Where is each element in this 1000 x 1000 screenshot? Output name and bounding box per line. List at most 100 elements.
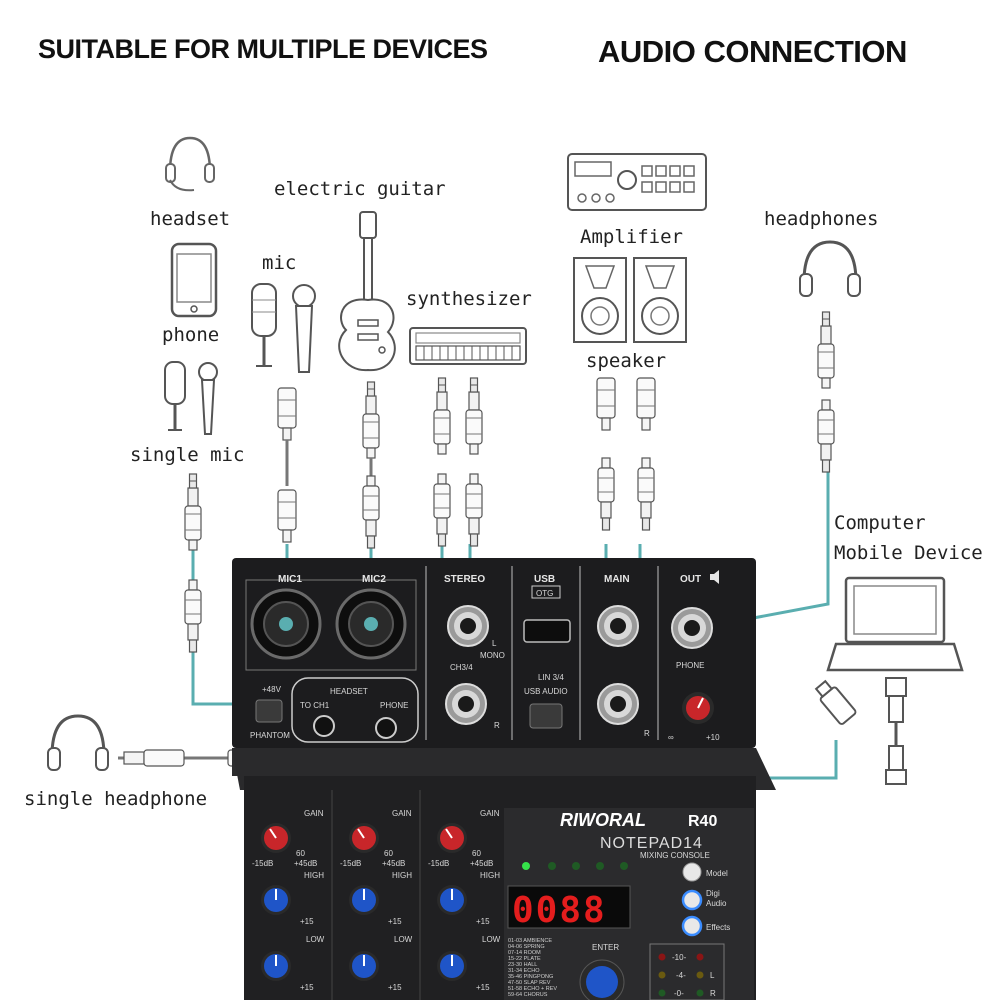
digi-audio-label-2: Audio <box>706 899 727 908</box>
ch3-gain-max: +45dB <box>470 859 493 868</box>
phantom-switch[interactable] <box>255 699 283 723</box>
model-button[interactable] <box>682 862 702 882</box>
usb-mode-switch[interactable] <box>529 703 563 729</box>
model-button-label: Model <box>706 869 728 878</box>
mixing-console-label: MIXING CONSOLE <box>640 851 710 860</box>
phone-level-knob[interactable] <box>682 692 714 724</box>
label-headphones: headphones <box>764 208 879 230</box>
led-display <box>507 885 631 929</box>
ch1-low-label: LOW <box>306 935 325 944</box>
mic1-combo-jack[interactable] <box>250 588 322 660</box>
heading-audio-connection: AUDIO CONNECTION <box>598 34 907 69</box>
ch3-low-label: LOW <box>482 935 501 944</box>
ch3-gain-min: -15dB <box>428 859 449 868</box>
speaker-volume-icon <box>710 570 719 584</box>
otg-box <box>531 585 561 599</box>
label-phone: phone <box>162 324 220 346</box>
ch3-high-label: HIGH <box>480 871 500 880</box>
effects-button[interactable] <box>681 915 703 937</box>
usb-port[interactable] <box>523 619 571 643</box>
ch2-gain-min: -15dB <box>340 859 361 868</box>
effects-list-item: 59-64 CHORUS <box>508 992 548 998</box>
infinity-label: ∞ <box>668 733 674 742</box>
usb-audio-label: USB AUDIO <box>524 687 568 696</box>
stereo-l-label: L <box>492 639 497 648</box>
single-mic-jack-lower <box>184 579 202 653</box>
ch2-low-knob[interactable] <box>348 950 380 982</box>
label-mobile-device: Mobile Device <box>834 542 983 564</box>
stereo-l-jack[interactable] <box>447 605 489 647</box>
ch1-high-max: +15 <box>300 917 314 926</box>
brand-name: RIWORAL <box>560 810 646 830</box>
label-mic: mic <box>262 252 297 274</box>
guitar-jack-upper <box>362 381 380 459</box>
label-single-headphone: single headphone <box>24 788 208 810</box>
condenser-mic-icon <box>251 283 277 367</box>
ch1-low-knob[interactable] <box>260 950 292 982</box>
digi-audio-button[interactable] <box>681 889 703 911</box>
product-subtitle: NOTEPAD14 <box>600 835 703 852</box>
ch1-low-max: +15 <box>300 983 314 992</box>
ch2-high-knob[interactable] <box>348 884 380 916</box>
single-mic-jack-upper <box>184 473 202 551</box>
ch3-high-knob[interactable] <box>436 884 468 916</box>
headset-mic-jack[interactable] <box>313 715 335 737</box>
effects-list-item: 51-58 ECHO + REV <box>508 986 557 992</box>
headset-icon <box>165 136 215 192</box>
phone-out-jack[interactable] <box>671 607 713 649</box>
ch3-high-max: +15 <box>476 917 490 926</box>
phantom-label: PHANTOM <box>250 731 290 740</box>
main-r-jack[interactable] <box>597 683 639 725</box>
digi-audio-label-1: Digi <box>706 889 720 898</box>
electric-guitar-icon <box>338 211 396 372</box>
effects-list-item: 31-34 ECHO <box>508 968 540 974</box>
synthesizer-icon <box>409 327 527 365</box>
main-label: MAIN <box>604 574 630 585</box>
usb-stick-icon <box>814 679 857 725</box>
label-electric-guitar: electric guitar <box>274 178 446 200</box>
effects-list-item: 04-06 SPRING <box>508 944 545 950</box>
stereo-r-jack[interactable] <box>445 683 487 725</box>
ch3-low-knob[interactable] <box>436 950 468 982</box>
label-single-mic: single mic <box>130 444 245 466</box>
mic2-combo-jack[interactable] <box>335 588 407 660</box>
ch1-high-label: HIGH <box>304 871 324 880</box>
headset-label: HEADSET <box>330 687 368 696</box>
speaker-jack-left-lower <box>597 457 615 531</box>
heading-suitable-devices: SUITABLE FOR MULTIPLE DEVICES <box>38 34 488 64</box>
single-mic-icon <box>164 361 218 435</box>
ch1-high-knob[interactable] <box>260 884 292 916</box>
synth-jack-left-upper <box>433 377 451 455</box>
ch2-gain-mid: 60 <box>384 849 393 858</box>
ch2-gain-knob[interactable] <box>348 822 380 854</box>
ch2-high-max: +15 <box>388 917 402 926</box>
effects-list-item: 15-22 PLATE <box>508 956 541 962</box>
ch2-gain-max: +45dB <box>382 859 405 868</box>
ch3-gain-knob[interactable] <box>436 822 468 854</box>
lin34-label: LIN 3/4 <box>538 673 564 682</box>
main-l-jack[interactable] <box>597 605 639 647</box>
speaker-jack-right-lower <box>637 457 655 531</box>
label-speaker: speaker <box>586 350 667 372</box>
speaker-jack-right-upper <box>636 377 656 431</box>
effects-list-item: 47-50 SLAP REV <box>508 980 551 986</box>
label-computer: Computer <box>834 512 926 534</box>
meter-r-label: R <box>710 989 716 998</box>
mono-label: MONO <box>480 651 505 660</box>
effects-list-item: 23-30 HALL <box>508 962 537 968</box>
ch3-low-max: +15 <box>476 983 490 992</box>
headset-phone-jack[interactable] <box>375 717 397 739</box>
synth-jack-left-lower <box>433 473 451 547</box>
effects-list-item: 07-14 ROOM <box>508 950 541 956</box>
mixer-rear-panel <box>232 558 776 790</box>
mic1-label: MIC1 <box>278 574 302 585</box>
ch1-gain-max: +45dB <box>294 859 317 868</box>
ch1-gain-knob[interactable] <box>260 822 292 854</box>
enter-label: ENTER <box>592 943 619 952</box>
led-display-value: 0088 <box>512 890 607 931</box>
ch2-low-max: +15 <box>388 983 402 992</box>
enter-encoder-knob[interactable] <box>579 959 625 1000</box>
headphones-jack-lower <box>817 399 835 473</box>
